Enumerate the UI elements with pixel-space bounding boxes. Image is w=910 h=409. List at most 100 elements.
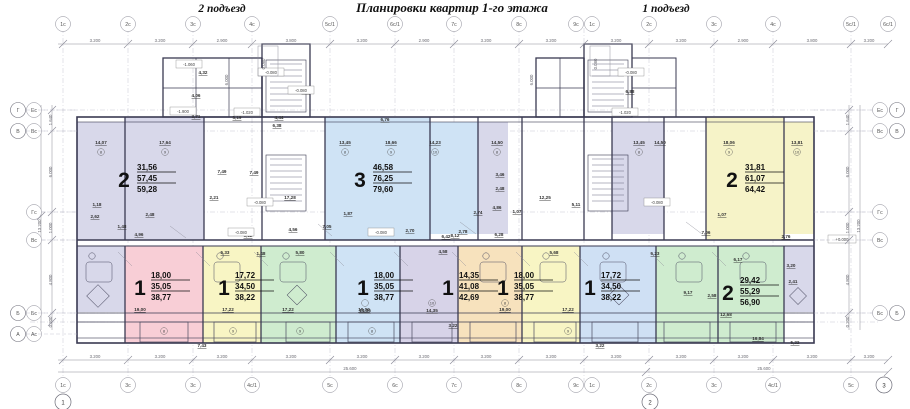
small-area: 7,05 [323, 224, 332, 229]
section-number: 3 [882, 384, 886, 390]
axis-label-left: Ас [31, 332, 37, 338]
small-area: 2,48 [146, 212, 155, 217]
small-area: 2,78 [459, 229, 468, 234]
room-area: 14,50 [654, 140, 666, 145]
dim-top: 3.200 [155, 38, 166, 43]
room-number: 10 [430, 301, 435, 306]
apartment-card-apt-3-center[interactable]: 3 46,58 76,25 79,60 [354, 163, 412, 194]
elevation-value: -1.900 [177, 109, 190, 114]
apt-area-total: 38,22 [601, 293, 622, 302]
small-area: 9,17 [684, 290, 693, 295]
axis-label-right: Вс [877, 238, 883, 244]
small-area: 2,62 [91, 214, 100, 219]
dim-bottom-total: 25.600 [343, 366, 357, 371]
elevation-value: -0.080 [651, 200, 664, 205]
axis-label-bottom: 3с [190, 383, 196, 389]
small-area: 5,22 [791, 340, 800, 345]
small-area: 2,58 [708, 293, 717, 298]
small-area: 3,20 [787, 263, 796, 268]
apartment-card-apt-1-orange[interactable]: 1 18,00 35,05 38,77 [497, 271, 553, 302]
small-area: 6,88 [626, 89, 635, 94]
small-area: 2,70 [406, 228, 415, 233]
axis-label-top: 5с/1 [846, 22, 856, 28]
apt-area-total: 38,77 [514, 293, 535, 302]
dim-top-vertical: 6.000 [529, 74, 534, 85]
apartment-card-apt-2-left[interactable]: 2 31,56 57,45 59,28 [118, 163, 176, 194]
apartment-card-apt-1-purple[interactable]: 1 14,35 41,08 42,69 [442, 271, 498, 302]
apartment-card-apt-2-right[interactable]: 2 31,81 61,07 64,42 [726, 163, 784, 194]
axis-label-right: Вс [877, 129, 883, 135]
dim-top: 3.200 [546, 38, 557, 43]
axis-label-top: 2с [646, 22, 652, 28]
apartment-card-apt-1-yellow[interactable]: 1 17,72 34,50 38,22 [218, 271, 274, 302]
room-area: 18,66 [385, 140, 397, 145]
dim-bottom: 3.200 [546, 354, 557, 359]
apartment-labels: 2 31,56 57,45 59,28 3 46,58 76,25 79,60 … [118, 163, 784, 307]
small-area: 4,44 [275, 115, 284, 120]
axis-label-left: В [16, 129, 20, 135]
axis-label-right: Гс [877, 210, 883, 216]
dim-top-vertical: 0.080 [593, 58, 598, 69]
plumbing-fixtures [85, 252, 807, 308]
dim-bottom: 3.200 [676, 354, 687, 359]
apartment-card-apt-1-pink[interactable]: 1 18,00 35,05 38,77 [134, 271, 190, 302]
axis-top: 1с 2с 3с 4с 5с/1 6с/1 7с 8с 9с 1с 2с 3с … [55, 16, 896, 85]
small-area: 4,56 [289, 227, 298, 232]
axis-left: 1.640 6.000 1.000 4.800 0.200 13.200 Г Е… [10, 102, 77, 342]
room-area: 13,81 [791, 140, 803, 145]
elevation-value: -1.060 [183, 62, 196, 67]
fill-lower-leftmost [77, 246, 125, 312]
apt-area-usable: 35,05 [514, 282, 535, 291]
room-number: 8 [496, 150, 499, 155]
room-number: 9 [390, 150, 393, 155]
room-area: 12,68 [720, 312, 732, 317]
small-area: 8,12 [451, 233, 460, 238]
room-area: 12,25 [539, 195, 551, 200]
axis-label-bottom: 9с [573, 383, 579, 389]
dim-bottom: 3.200 [155, 354, 166, 359]
axis-label-left: Б [16, 311, 20, 317]
small-area: 2,74 [474, 210, 483, 215]
dim-right: 6.000 [845, 166, 850, 177]
elevation-value: -0.080 [265, 70, 278, 75]
fill-apt-2-left-b [125, 117, 204, 240]
dim-top: 3.800 [286, 38, 297, 43]
small-area: 4,58 [439, 249, 448, 254]
small-area: 7,49 [218, 169, 227, 174]
room-number: 9 [164, 150, 167, 155]
axis-label-top: 7с [451, 22, 457, 28]
small-area: 7,43 [198, 343, 207, 348]
room-area: 17,22 [222, 307, 234, 312]
small-area: 4,96 [135, 232, 144, 237]
dim-right: 4.800 [845, 274, 850, 285]
fill-mid-left [478, 122, 508, 234]
apt-area-living: 31,81 [745, 163, 766, 172]
room-area: 19,00 [499, 307, 511, 312]
room-number: 8 [504, 301, 507, 306]
dim-top: 3.200 [357, 38, 368, 43]
apartment-card-apt-1-green[interactable]: 1 18,00 35,05 38,77 [357, 271, 413, 302]
small-area: 2,48 [496, 186, 505, 191]
apt-area-total: 59,28 [137, 185, 158, 194]
elevation-markers: -0.080 -1.060 -1.900 -1.020 -0.080 -0.08… [169, 59, 857, 244]
apartment-card-apt-2-green[interactable]: 2 29,42 55,29 56,90 [722, 276, 779, 307]
small-area: 6,76 [381, 117, 390, 122]
small-area: 5,11 [572, 202, 581, 207]
axis-label-right: Б [895, 311, 899, 317]
elevation-value: +0.000 [836, 237, 850, 242]
small-area: 2,76 [782, 234, 791, 239]
apartment-card-apt-1-blue[interactable]: 1 17,72 34,50 38,22 [584, 271, 640, 302]
dim-bottom: 3.200 [419, 354, 430, 359]
dim-bottom-total: 25.600 [757, 366, 771, 371]
small-area: 3,71 [192, 114, 201, 119]
dim-bottom: 3.200 [807, 354, 818, 359]
room-number: 9 [728, 150, 731, 155]
room-area: 13,45 [633, 140, 645, 145]
small-area: 5,19 [233, 115, 242, 120]
room-area: 14,35 [426, 308, 438, 313]
fill-apt-2-right-a [706, 117, 784, 240]
apt-area-living: 14,35 [459, 271, 480, 280]
room-area: 18,06 [723, 140, 735, 145]
room-area: 17,64 [159, 140, 171, 145]
dim-bottom: 3.200 [357, 354, 368, 359]
